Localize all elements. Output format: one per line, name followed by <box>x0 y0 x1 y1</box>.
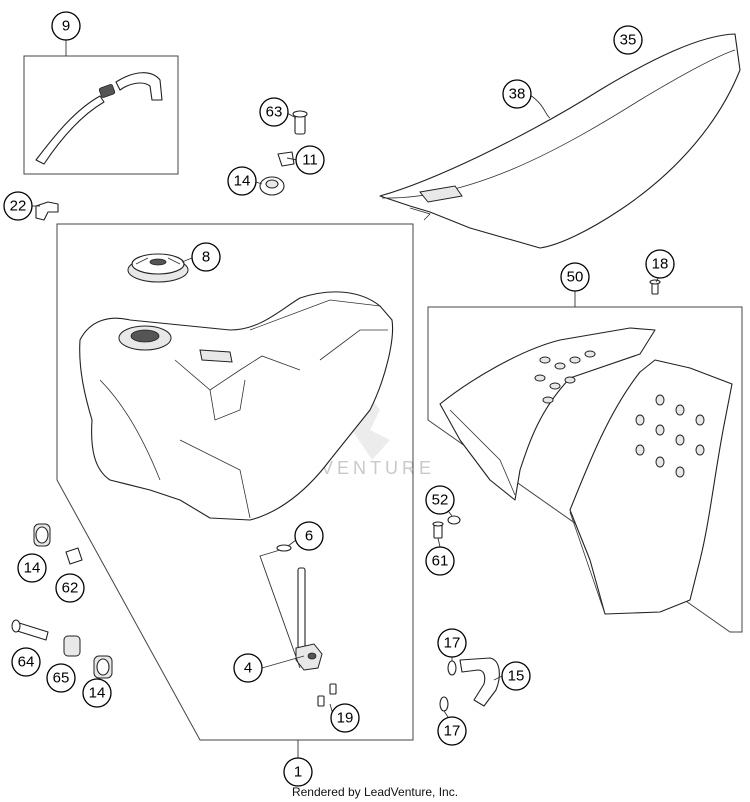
svg-text:18: 18 <box>652 256 669 273</box>
svg-text:63: 63 <box>266 104 283 121</box>
callout-61[interactable]: 61 <box>425 546 455 576</box>
svg-text:1: 1 <box>294 764 302 781</box>
svg-text:6: 6 <box>305 528 313 545</box>
spoiler-left-part <box>439 327 656 501</box>
callout-14-top[interactable]: 14 <box>227 166 257 196</box>
callout-8[interactable]: 8 <box>191 242 221 272</box>
svg-text:61: 61 <box>432 553 449 570</box>
fuel-tank-part <box>79 291 394 521</box>
screws-19-part <box>317 683 337 707</box>
svg-text:19: 19 <box>337 710 354 727</box>
callout-4[interactable]: 4 <box>233 653 263 683</box>
svg-text:35: 35 <box>620 32 637 49</box>
callout-18[interactable]: 18 <box>645 249 675 279</box>
svg-text:11: 11 <box>302 152 318 169</box>
svg-text:14: 14 <box>234 173 251 190</box>
svg-text:52: 52 <box>432 492 449 509</box>
callout-19[interactable]: 19 <box>330 703 360 733</box>
callout-50[interactable]: 50 <box>560 262 590 292</box>
callout-9[interactable]: 9 <box>51 11 81 41</box>
svg-text:50: 50 <box>567 269 584 286</box>
callout-6[interactable]: 6 <box>294 521 324 551</box>
svg-text:14: 14 <box>24 560 41 577</box>
spoiler-vents <box>534 350 705 478</box>
hose-15-part <box>459 657 500 707</box>
callout-17-bottom[interactable]: 17 <box>437 716 467 746</box>
damper-14-lower-part <box>93 655 113 679</box>
callout-11[interactable]: 11 <box>295 145 325 175</box>
svg-text:14: 14 <box>89 685 106 702</box>
callout-65[interactable]: 65 <box>46 663 76 693</box>
callout-38[interactable]: 38 <box>502 79 532 109</box>
callout-35[interactable]: 35 <box>613 25 643 55</box>
bolt-64-part <box>11 619 49 641</box>
callout-64[interactable]: 64 <box>11 647 41 677</box>
svg-text:17: 17 <box>444 723 461 740</box>
fuel-tap-part <box>295 567 323 671</box>
o-ring-6-part <box>276 544 292 552</box>
svg-text:65: 65 <box>53 670 70 687</box>
elbow-fitting-part <box>35 201 59 221</box>
callout-63[interactable]: 63 <box>259 97 289 127</box>
footer-credit: Rendered by LeadVenture, Inc. <box>292 785 458 799</box>
callout-1[interactable]: 1 <box>283 757 313 787</box>
svg-text:62: 62 <box>62 580 79 597</box>
bush-11-part <box>277 151 295 167</box>
seat-part <box>379 33 741 249</box>
callout-17-top[interactable]: 17 <box>437 628 467 658</box>
vent-hose-frame <box>23 55 179 175</box>
fuel-tank-group-frame <box>56 223 414 741</box>
washer-52-part <box>447 515 461 525</box>
screw-61-part <box>432 521 444 539</box>
screw-18-part <box>649 279 661 295</box>
spoiler-group-frame <box>427 306 743 633</box>
spoiler-right-part <box>569 359 733 615</box>
svg-text:4: 4 <box>244 660 252 677</box>
damper-14-left-part <box>33 523 51 547</box>
bush-62-part <box>65 547 83 565</box>
svg-text:22: 22 <box>10 198 27 215</box>
callout-14-lower[interactable]: 14 <box>82 678 112 708</box>
fuel-cap-part <box>127 253 189 283</box>
svg-text:9: 9 <box>62 18 70 35</box>
svg-text:17: 17 <box>444 635 461 652</box>
callout-15[interactable]: 15 <box>501 661 531 691</box>
callout-22[interactable]: 22 <box>3 191 33 221</box>
callout-52[interactable]: 52 <box>425 485 455 515</box>
clamp-17-top-part <box>447 660 457 676</box>
bush-65-part <box>63 635 81 657</box>
svg-text:64: 64 <box>18 654 35 671</box>
svg-text:15: 15 <box>508 668 525 685</box>
svg-text:8: 8 <box>202 249 210 266</box>
clamp-17-bottom-part <box>439 696 449 712</box>
damper-14-top-part <box>259 176 285 196</box>
callout-14-left[interactable]: 14 <box>17 553 47 583</box>
vent-hose-part <box>35 72 163 165</box>
callout-62[interactable]: 62 <box>55 573 85 603</box>
bolt-63-part <box>292 110 308 135</box>
svg-text:38: 38 <box>509 86 526 103</box>
